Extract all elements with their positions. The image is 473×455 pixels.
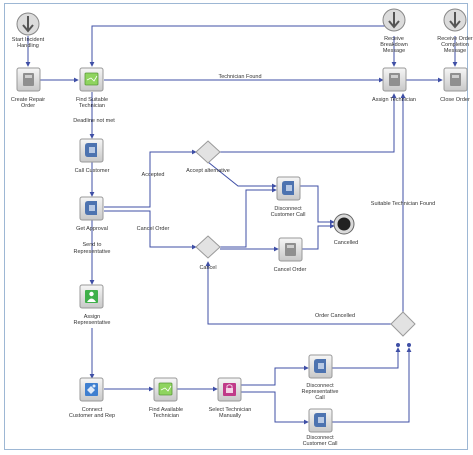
call-customer-label: Call Customer [75,168,110,174]
task-close-order[interactable]: Close Order [440,67,470,103]
accept-alternative-label: Accept alternative [186,168,230,174]
edge-disconnect-to-cancelled [300,185,335,225]
connect-rep-label: Connect [82,407,103,413]
label-technician-found: Technician Found [218,74,261,80]
gear-task-icon [285,243,296,256]
edge-receive-breakdown-to-find [89,25,394,67]
select-tech-label: Select Technician [209,407,252,413]
receive-breakdown-label-3: Message [383,48,405,54]
find-suitable-label-2: Technician [79,103,105,109]
edge-select-to-disconnect-cust [241,391,309,425]
edge-accept-to-disconnect [207,161,277,189]
cancelled-label: Cancelled [334,240,358,246]
task-assign-representative[interactable]: Assign Representative [74,284,111,326]
task-find-available-technician[interactable]: Find Available Technician [149,377,183,419]
label-accepted: Accepted [142,172,165,178]
edge-accept-to-assign [220,93,397,153]
task-disconnect-customer-call-2[interactable]: Disconnect Customer Call [303,408,338,447]
gateway-cancel[interactable]: Cancel [195,235,221,271]
label-cancel-order: Cancel Order [137,226,170,232]
gateway-accept-alternative[interactable]: Accept alternative [186,140,230,174]
receive-order-label-3: Message [444,48,466,54]
edge-disconnect-cust-to-gateway [332,347,412,423]
label-send-to-rep-2: Representative [74,249,111,255]
label-deadline-not-met: Deadline not met [73,118,115,124]
connector-dot [407,343,411,347]
edge-approval-to-accept [104,149,197,208]
task-create-repair-order[interactable]: Create Repair Order [11,67,45,109]
disconnect-customer-1-label-2: Customer Call [271,212,306,218]
edge-disconnect-rep-to-gateway [332,347,401,369]
receive-order-label: Receive Order [437,36,473,42]
connector-dot [396,343,400,347]
label-suitable-technician-found: Suitable Technician Found [371,201,435,207]
disconnect-customer-1-label: Disconnect [274,206,302,212]
find-available-label-2: Technician [153,413,179,419]
disconnect-rep-label-2: Representative [302,389,339,395]
edges [25,25,458,425]
edge-approval-to-cancel [104,210,197,250]
start-event-incident[interactable]: Start Incident Handling [12,12,45,49]
start-event-receive-order-completion[interactable]: Receive Order Completion Message [437,8,473,54]
gear-task-icon [450,73,461,86]
end-event-cancelled[interactable]: Cancelled [333,213,358,246]
start-event-receive-breakdown[interactable]: Receive Breakdown Message [380,8,408,54]
edge-select-to-disconnect-rep [241,365,309,386]
create-repair-label-2: Order [21,103,35,109]
connect-rep-label-2: Customer and Rep [69,413,115,419]
label-send-to-rep-1: Send to [83,242,102,248]
task-assign-technician[interactable]: Assign Technician [372,67,416,103]
start-incident-label-2: Handling [17,43,39,49]
close-order-label: Close Order [440,97,470,103]
gear-task-icon [389,73,400,86]
edge-cancel-to-disconnect [220,187,277,248]
assign-rep-label: Assign [84,314,101,320]
diagram-frame [4,3,468,450]
get-approval-label: Get Approval [76,226,108,232]
label-order-cancelled: Order Cancelled [315,313,355,319]
task-connect-customer-rep[interactable]: Connect Customer and Rep [69,377,115,419]
task-find-suitable-technician[interactable]: Find Suitable Technician [76,67,108,109]
disconnect-customer-2-label-2: Customer Call [303,441,338,447]
person-task-icon [85,290,98,303]
disconnect-customer-2-label: Disconnect [306,435,334,441]
task-disconnect-customer-call-1[interactable]: Disconnect Customer Call [271,176,306,218]
task-call-customer[interactable]: Call Customer [75,138,110,174]
task-select-technician-manually[interactable]: Select Technician Manually [209,377,252,419]
gateway-merge[interactable] [390,311,416,337]
gear-task-icon [23,73,34,86]
receive-breakdown-label-2: Breakdown [380,42,408,48]
task-get-approval[interactable]: Get Approval [76,196,108,232]
assign-technician-label: Assign Technician [372,97,416,103]
receive-breakdown-label: Receive [384,36,404,42]
edge-gateway-to-cancel [205,261,391,325]
task-cancel-order[interactable]: Cancel Order [274,237,307,273]
cancel-gateway-label: Cancel [199,265,216,271]
edge-cancel-order-to-cancelled [302,223,335,250]
disconnect-rep-label-3: Call [315,395,324,401]
task-disconnect-representative-call[interactable]: Disconnect Representative Call [302,354,339,401]
stop-icon [337,217,351,231]
cancel-order-task-label: Cancel Order [274,267,307,273]
disconnect-rep-label: Disconnect [306,383,334,389]
assign-rep-label-2: Representative [74,320,111,326]
find-available-label: Find Available [149,407,183,413]
edge-labels: Technician Found Deadline not met Accept… [73,74,435,319]
create-repair-label: Create Repair [11,97,45,103]
start-incident-label: Start Incident [12,37,45,43]
receive-order-label-2: Completion [441,42,469,48]
select-tech-label-2: Manually [219,413,241,419]
find-suitable-label: Find Suitable [76,97,108,103]
